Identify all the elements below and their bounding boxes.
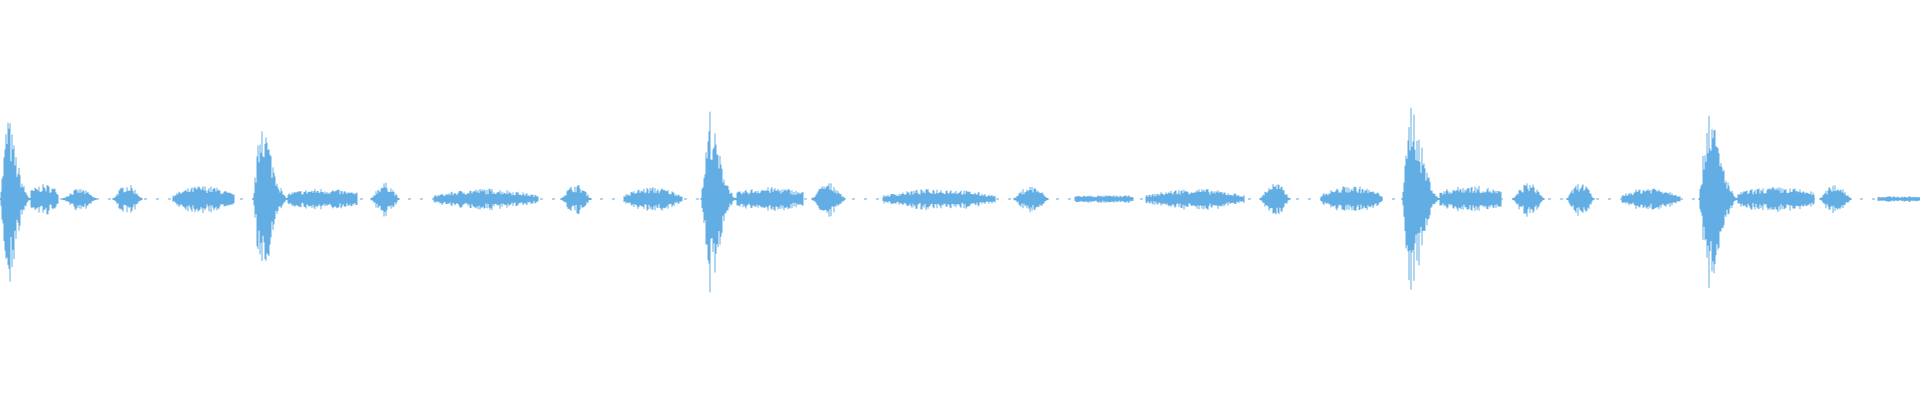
waveform-segment-path <box>0 122 32 282</box>
waveform-segment-pulse <box>560 185 592 215</box>
waveform-segment-path <box>1698 115 1739 288</box>
waveform-segment-tail <box>1737 187 1815 213</box>
waveform-segment-burst <box>0 122 32 282</box>
waveform-segment-pulse <box>1819 185 1852 213</box>
waveform-segment-swell <box>1320 186 1383 211</box>
waveform-segment-path <box>252 131 289 261</box>
waveform-segment-path <box>370 182 400 217</box>
waveform-segment-path <box>1877 196 1920 202</box>
waveform-segment-swell <box>882 189 996 211</box>
waveform-segment-pulse <box>1566 184 1595 216</box>
waveform-segment-path <box>882 189 996 211</box>
waveform-segment-path <box>1320 186 1383 211</box>
waveform-segment-swell <box>172 186 235 213</box>
waveform-segment-path <box>1439 186 1502 212</box>
waveform-segment-path <box>623 187 683 211</box>
waveform-segment-flat <box>1877 196 1920 202</box>
waveform-segment-swell <box>623 187 683 211</box>
waveform-segment-path <box>1512 183 1545 217</box>
waveform-segment-swell <box>1145 189 1245 210</box>
waveform-segment-path <box>736 187 804 211</box>
waveform-segment-pulse <box>62 189 97 211</box>
waveform-segment-burst <box>1401 107 1441 290</box>
waveform-segment-path <box>1737 187 1815 213</box>
waveform-segment-path <box>287 189 358 210</box>
waveform-segment-path <box>700 111 738 293</box>
waveform-segment-tail <box>287 189 358 210</box>
waveform-segment-path <box>1566 184 1595 216</box>
waveform-segment-pulse <box>1013 186 1049 213</box>
waveform-segment-path <box>1259 184 1291 215</box>
waveform-segment-tail <box>30 184 59 215</box>
waveform-segment-path <box>1074 195 1134 203</box>
waveform-segment-path <box>30 184 59 215</box>
waveform-bars <box>0 107 1920 293</box>
waveform-segment-pulse <box>1259 184 1291 215</box>
waveform-segment-path <box>560 185 592 215</box>
waveform-segment-path <box>112 185 143 213</box>
waveform-segment-path <box>1401 107 1441 290</box>
waveform-segment-pulse <box>112 185 143 213</box>
waveform-segment-path <box>1819 185 1852 213</box>
waveform-segment-path <box>811 183 846 217</box>
waveform-segment-path <box>1013 186 1049 213</box>
waveform-segment-swell <box>1621 188 1681 210</box>
waveform-segment-burst <box>1698 115 1739 288</box>
waveform-segment-flat <box>1074 195 1134 203</box>
waveform-segment-path <box>1621 188 1681 210</box>
waveform-segment-tail <box>1439 186 1502 212</box>
waveform-segment-burst <box>252 131 289 261</box>
waveform-segment-path <box>62 189 97 211</box>
waveform-segment-burst <box>700 111 738 293</box>
waveform-segment-swell <box>433 188 539 211</box>
waveform-segment-pulse <box>1512 183 1545 217</box>
waveform-segment-path <box>172 186 235 213</box>
waveform-segment-path <box>1145 189 1245 210</box>
waveform-segment-tail <box>736 187 804 211</box>
waveform-segment-pulse <box>370 182 400 217</box>
waveform-segment-pulse <box>811 183 846 217</box>
waveform-segment-path <box>433 188 539 211</box>
